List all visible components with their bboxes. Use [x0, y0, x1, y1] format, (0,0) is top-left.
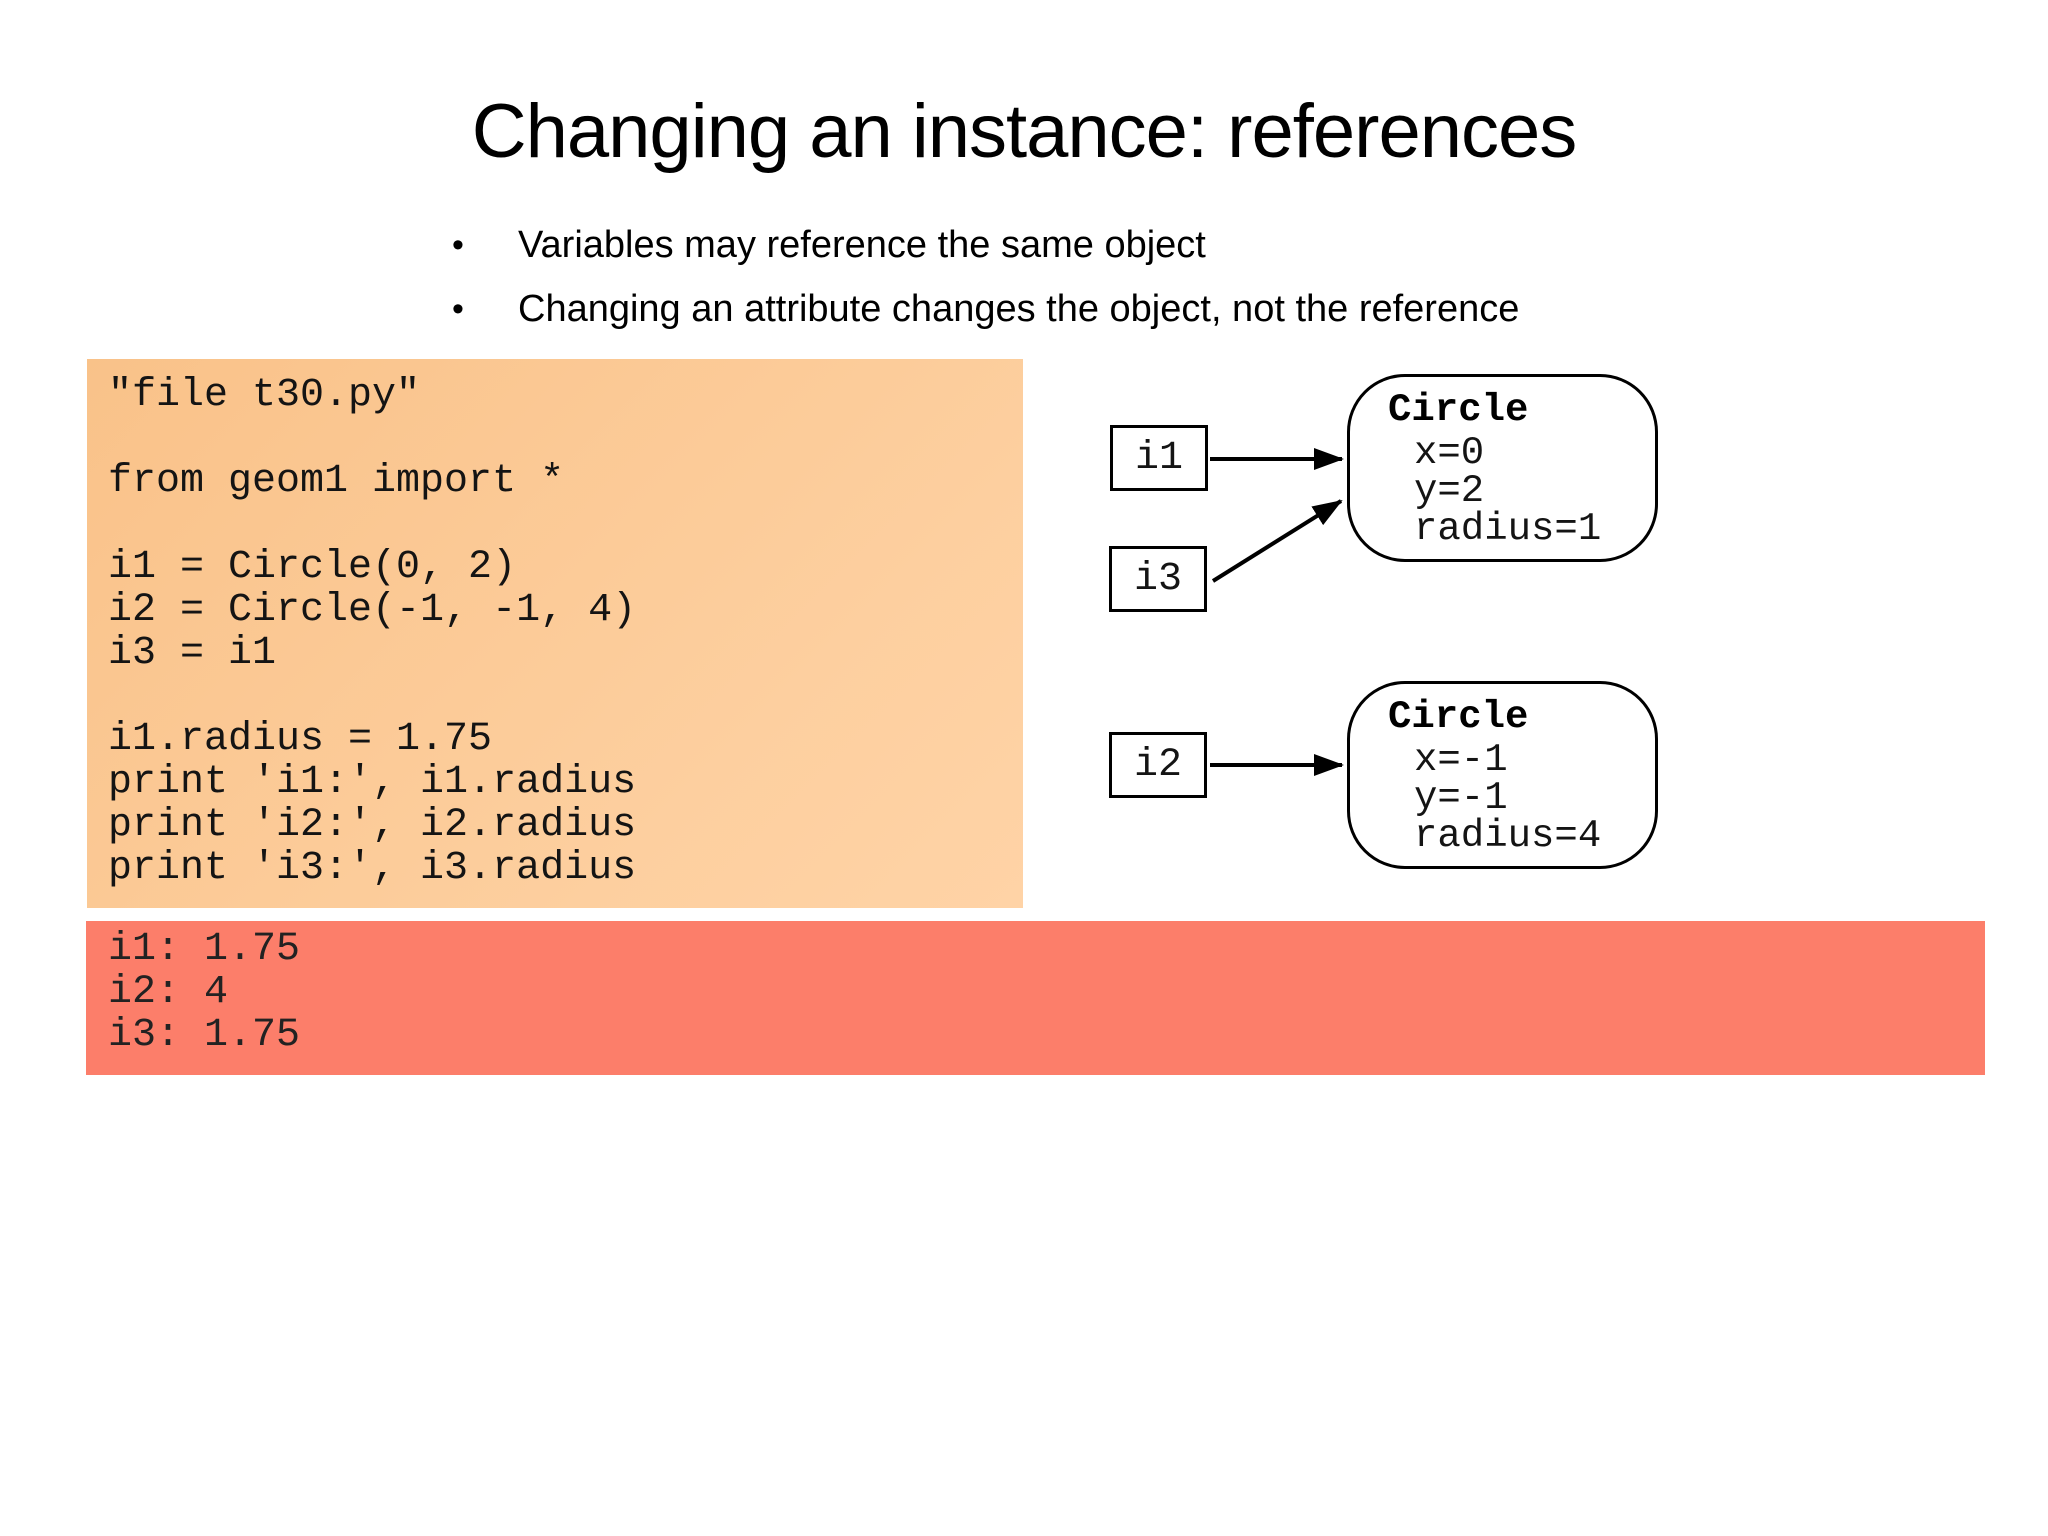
object-node-circle-1: Circle x=0 y=2 radius=1	[1347, 374, 1658, 562]
output-block: i1: 1.75 i2: 4 i3: 1.75	[86, 921, 1985, 1075]
arrow-i3-to-circle1	[1211, 499, 1343, 583]
variable-box-i2: i2	[1109, 732, 1207, 798]
object-attribute: y=2	[1414, 469, 1485, 513]
code-text: "file t30.py" from geom1 import * i1 = C…	[108, 373, 637, 891]
reference-arrows	[1210, 448, 1344, 776]
bullet-dot-icon: •	[452, 290, 464, 328]
object-attributes: x=0 y=2 radius=1	[1414, 431, 1655, 551]
object-class-name: Circle	[1388, 695, 1529, 739]
object-attribute: x=-1	[1414, 738, 1508, 782]
object-attribute: radius=4	[1414, 814, 1602, 858]
variable-box-i3: i3	[1109, 546, 1207, 612]
bullet-text: Variables may reference the same object	[518, 224, 1206, 266]
page-title: Changing an instance: references	[471, 89, 1578, 174]
variable-label: i1	[1134, 435, 1183, 481]
bullet-list: • Variables may reference the same objec…	[440, 222, 1519, 350]
object-node-circle-2: Circle x=-1 y=-1 radius=4	[1347, 681, 1658, 869]
variable-box-i1: i1	[1110, 425, 1208, 491]
bullet-dot-icon: •	[452, 226, 464, 264]
object-attribute: radius=1	[1414, 507, 1602, 551]
object-attribute: y=-1	[1414, 776, 1508, 820]
output-text: i1: 1.75 i2: 4 i3: 1.75	[108, 927, 301, 1058]
bullet-text: Changing an attribute changes the object…	[518, 288, 1520, 330]
bullet-item: • Variables may reference the same objec…	[440, 222, 1519, 268]
variable-label: i2	[1133, 742, 1182, 788]
variable-label: i3	[1133, 556, 1182, 602]
object-attributes: x=-1 y=-1 radius=4	[1414, 738, 1655, 858]
code-block: "file t30.py" from geom1 import * i1 = C…	[87, 359, 1023, 908]
object-class-name: Circle	[1388, 388, 1529, 432]
object-attribute: x=0	[1414, 431, 1485, 475]
bullet-item: • Changing an attribute changes the obje…	[440, 286, 1519, 332]
